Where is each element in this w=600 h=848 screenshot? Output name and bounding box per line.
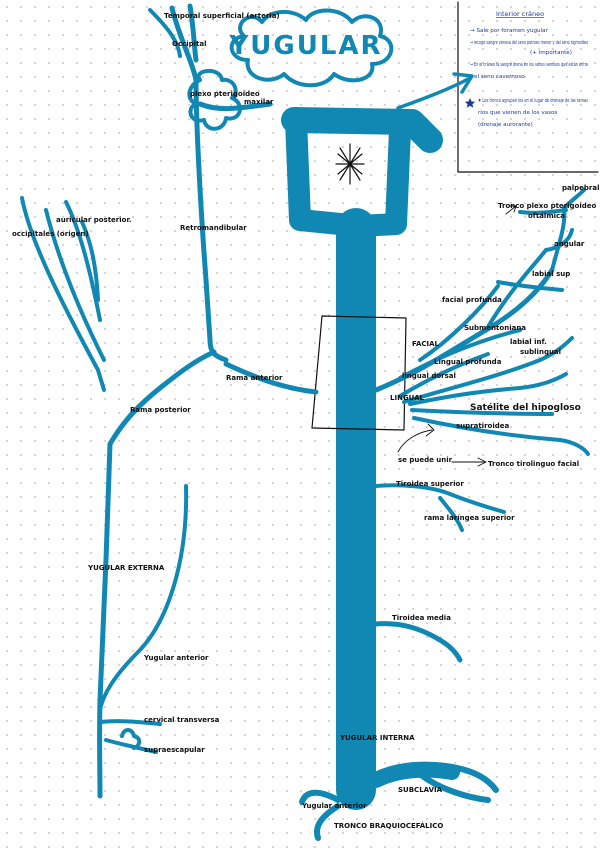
- label-submentoniana: Submentoniana: [464, 324, 526, 332]
- label-rama-posterior: Rama posterior: [130, 406, 191, 414]
- notes-arrow: [398, 78, 470, 108]
- label-supraescapular: supraescapular: [144, 746, 205, 754]
- label-tiroidea-media: Tiroidea media: [392, 614, 451, 622]
- notes-heading: Interior cráneo: [496, 10, 544, 18]
- label-palpebral: palpebral: [562, 184, 599, 192]
- jugular-foramen-icon: [336, 144, 364, 184]
- note-line: ★ Los tronco agrupan los en el lugar de …: [478, 97, 588, 104]
- label-plexo-pterigoideo: plexo pterigoideo: [190, 90, 260, 98]
- label-angular: angular: [554, 240, 585, 248]
- label-tronco-tirolinguofacial: Tronco tirolinguo facial: [488, 460, 579, 468]
- label-labial-inf: labial inf.: [510, 338, 547, 346]
- label-occipital-branch: Occipital: [172, 40, 207, 48]
- label-auricular-posterior: auricular posterior.: [56, 216, 132, 224]
- label-tronco-braquiocefalico: TRONCO BRAQUIOCEFÁLICO: [334, 821, 443, 830]
- label-satelite-hipogloso: Satélite del hipogloso: [470, 402, 581, 413]
- label-cervical-transversa: cervical transversa: [144, 716, 220, 724]
- label-yugular-externa: YUGULAR EXTERNA: [87, 564, 165, 572]
- label-yugular-anterior-bottom: Yugular anterior: [301, 802, 367, 810]
- note-line: → En el cráneo la sangre drena en los se…: [470, 61, 588, 68]
- label-oftalmica: oftálmica: [528, 212, 565, 220]
- diagram-title: YUGULAR: [228, 31, 382, 61]
- label-facial-profunda: facial profunda: [442, 296, 502, 304]
- label-occipital: occipitales (origen): [12, 230, 89, 238]
- note-line: el seno cavernoso: [474, 74, 525, 80]
- label-sublingual: sublingual: [520, 348, 561, 356]
- external-jugular-vein: [22, 198, 186, 796]
- note-line: → Sale por foramen yugular: [470, 28, 549, 34]
- note-line: (drenaje aurorante): [478, 122, 533, 128]
- note-line: ríos que vienen de los vasos: [478, 109, 557, 116]
- label-maxilar: maxilar: [244, 98, 274, 106]
- notes-box: Interior cráneo → Sale por foramen yugul…: [470, 10, 588, 128]
- label-rama-anterior: Rama anterior: [226, 374, 283, 382]
- label-lingual-profunda: Lingual profunda: [434, 358, 502, 366]
- label-tiroidea-superior: Tiroidea superior: [396, 480, 464, 488]
- label-se-puede-unir: se puede unir: [398, 456, 453, 464]
- label-lingual: LINGUAL: [390, 394, 425, 402]
- label-yugular-anterior: Yugular anterior: [143, 654, 209, 662]
- label-subclavia: SUBCLAVIA: [398, 786, 443, 794]
- internal-jugular-vein: [294, 120, 496, 838]
- note-line: → recoge sangre venosa del seno petroso …: [470, 40, 588, 46]
- label-tronco-pterigoideo: Tronco plexo pterigoideo: [498, 202, 596, 210]
- label-facial: FACIAL: [412, 340, 440, 348]
- label-yugular-interna: YUGULAR INTERNA: [339, 734, 415, 742]
- label-retromandibular: Retromandibular: [180, 224, 247, 232]
- note-line: (+ importante): [530, 50, 572, 56]
- label-rama-laringea: rama laríngea superior: [424, 514, 515, 522]
- label-lingual-dorsal: lingual dorsal: [402, 372, 456, 380]
- label-temporal-superficial: Temporal superficial (arteria): [164, 12, 280, 20]
- label-labial-sup: labial sup: [532, 270, 570, 278]
- note-star-icon: [465, 98, 475, 108]
- label-supratiroidea: supratiroidea: [456, 422, 510, 430]
